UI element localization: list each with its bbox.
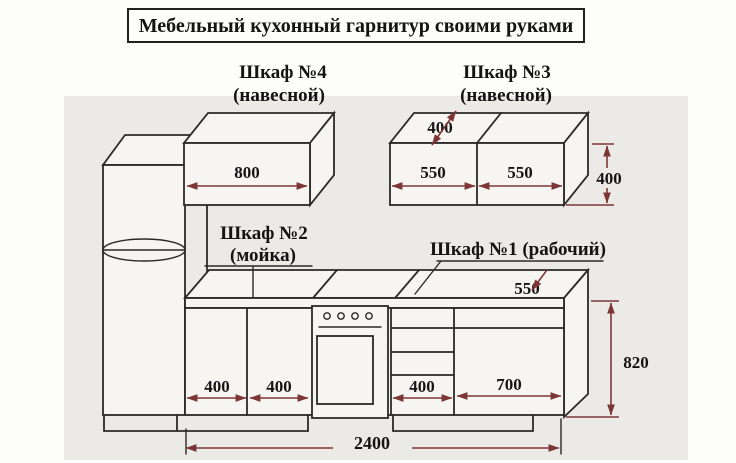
dim-drawers-400: 400 xyxy=(392,377,453,402)
dim-800-value: 800 xyxy=(234,163,260,182)
dim-820-value: 820 xyxy=(623,353,649,372)
dim-800: 800 xyxy=(186,163,308,190)
counter-division-right xyxy=(394,269,420,299)
cab1-leader-line xyxy=(414,260,442,295)
dim-sink-400-left-value: 400 xyxy=(204,377,230,396)
stove-front xyxy=(311,305,389,419)
cab3-label-name: Шкаф №3 xyxy=(463,62,551,83)
dim-door-700: 700 xyxy=(456,375,562,400)
dim-550-right: 550 xyxy=(478,163,563,190)
labels: Мебельный кухонный гарнитур своими рукам… xyxy=(127,8,606,298)
cab4-front-face xyxy=(183,142,311,206)
stove-knob xyxy=(323,312,331,320)
dim-counter-550-tick xyxy=(531,269,548,291)
stove xyxy=(311,305,389,419)
dim-counter-550-value: 550 xyxy=(514,279,540,298)
cab3-top-divider xyxy=(476,112,502,144)
cab4-label-type: (навесной) xyxy=(233,85,325,106)
dim-drawers-400-value: 400 xyxy=(409,377,435,396)
cab3-label-type: (навесной) xyxy=(460,85,552,106)
wall-cabinet-3: 550 550 400 400 xyxy=(388,110,622,208)
cab4-top-face xyxy=(182,112,336,144)
stove-knob xyxy=(337,312,345,320)
dim-sink-400-right: 400 xyxy=(249,377,309,402)
cab4-label-name: Шкаф №4 xyxy=(239,62,327,83)
dim-door-700-value: 700 xyxy=(496,375,522,394)
dim-400-depth: 400 xyxy=(427,110,457,146)
dim-820: 820 xyxy=(566,300,649,418)
dim-400-depth-arrow xyxy=(431,110,457,146)
page-title: Мебельный кухонный гарнитур своими рукам… xyxy=(139,15,574,37)
dim-2400-value: 2400 xyxy=(354,433,390,453)
dim-sink-400-right-value: 400 xyxy=(266,377,292,396)
dim-counter-550: 550 xyxy=(514,269,548,298)
oven-door xyxy=(316,335,374,405)
cab2-label-name: Шкаф №2 xyxy=(220,223,308,244)
dim-2400: 2400 xyxy=(185,418,562,455)
base-dimensions: 400 400 400 700 550 820 240 xyxy=(185,269,649,455)
dim-550-left: 550 xyxy=(391,163,476,190)
fridge-front-face xyxy=(102,164,186,416)
dim-sink-400-left: 400 xyxy=(186,377,247,402)
stove-knob xyxy=(351,312,359,320)
dim-550-right-value: 550 xyxy=(507,163,533,182)
plinth xyxy=(103,414,534,432)
cab2-label-type: (мойка) xyxy=(230,245,296,266)
dim-550-left-value: 550 xyxy=(420,163,446,182)
dim-400-height-value: 400 xyxy=(596,169,622,188)
tall-cabinet-fridge xyxy=(101,134,209,416)
title-box xyxy=(127,8,585,43)
dim-400-height: 400 xyxy=(566,143,622,206)
counter-division-left xyxy=(312,269,338,299)
cab1-label-name: Шкаф №1 (рабочий) xyxy=(430,239,606,260)
wall-cabinet-4: 800 xyxy=(182,110,336,208)
stove-knob xyxy=(365,312,373,320)
